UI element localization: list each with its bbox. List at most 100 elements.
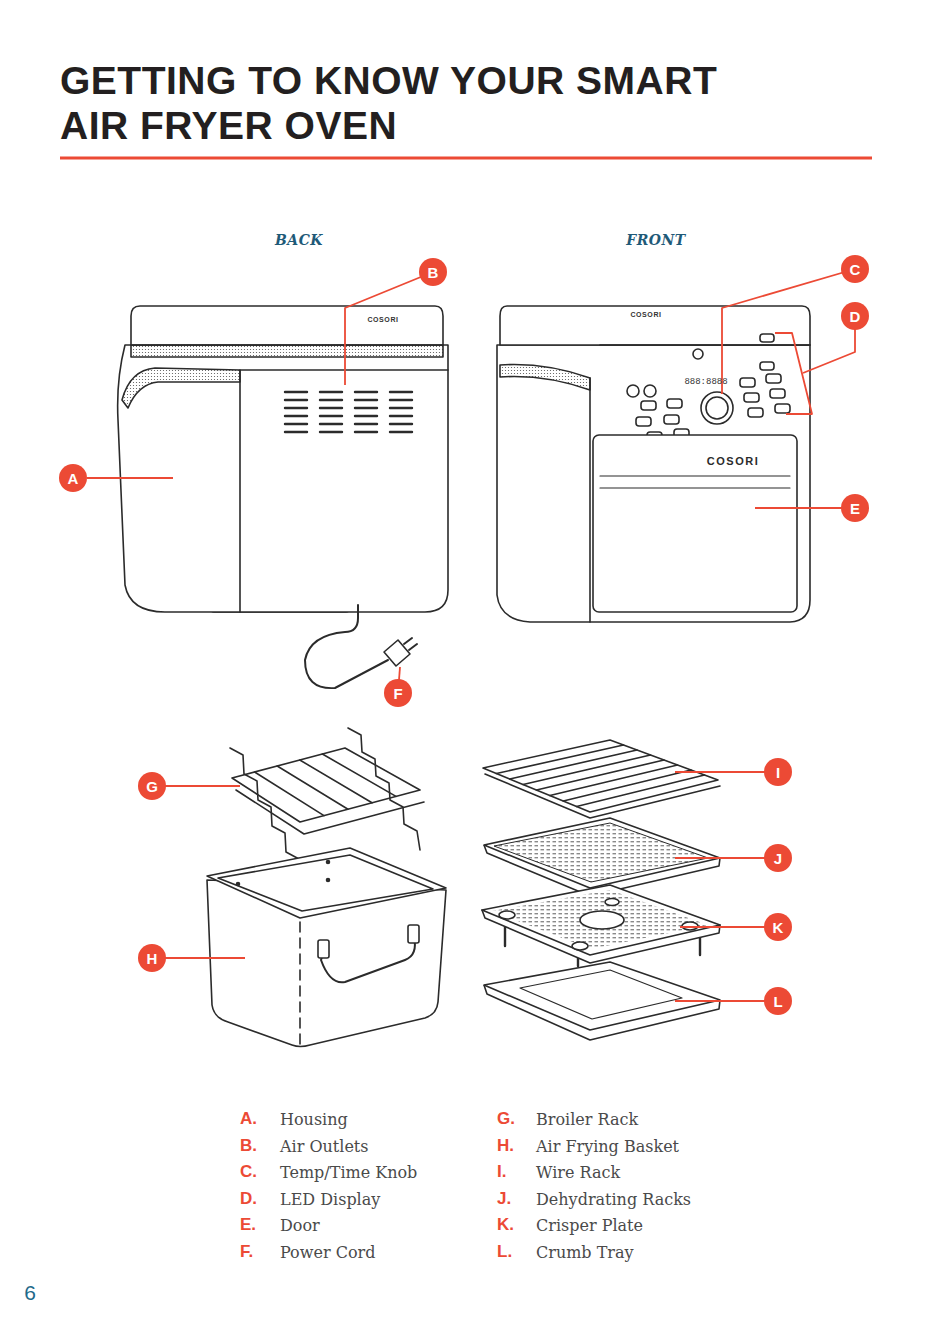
button — [740, 378, 755, 387]
button — [644, 385, 656, 397]
callout-text: L — [773, 994, 782, 1009]
part-letter: F. — [240, 1242, 253, 1262]
callout-letter: H — [138, 944, 166, 972]
callout-letter: K — [764, 913, 792, 941]
part-letter: L. — [497, 1242, 512, 1262]
lid — [500, 306, 810, 345]
plug — [384, 640, 410, 666]
callout-letter: G — [138, 772, 166, 800]
part-letter: G. — [497, 1109, 515, 1129]
side-band — [122, 368, 240, 408]
callout-letter: E — [841, 494, 869, 522]
lid-band — [131, 345, 443, 357]
basket-rim — [207, 848, 446, 918]
wire-rack — [483, 740, 720, 818]
plate-hole — [572, 942, 588, 950]
button — [636, 417, 651, 426]
part-letter: E. — [240, 1215, 256, 1235]
power-cord — [305, 605, 388, 688]
part-name: LED Display — [280, 1189, 380, 1208]
frying-basket — [207, 848, 446, 1047]
air-vents — [285, 392, 412, 432]
power-button — [693, 349, 703, 359]
callout-text: F — [393, 686, 402, 701]
leader-line — [675, 1000, 778, 1002]
plate-mesh — [492, 890, 708, 949]
button — [627, 385, 639, 397]
tray-top — [484, 962, 720, 1030]
part-letter: C. — [240, 1162, 257, 1182]
button — [770, 389, 785, 398]
button — [766, 374, 781, 383]
rack-bars — [236, 754, 424, 834]
rivet — [237, 883, 240, 886]
leader-line — [345, 272, 433, 385]
part-letter: K. — [497, 1215, 514, 1235]
part-name: Housing — [280, 1110, 348, 1129]
callout-letter: J — [764, 844, 792, 872]
housing-edge — [589, 378, 591, 622]
button — [775, 404, 790, 413]
leader-line — [675, 771, 778, 773]
housing-edge — [240, 370, 448, 612]
part-name: Crisper Plate — [536, 1216, 643, 1235]
callout-text: J — [774, 851, 782, 866]
display-digits: 888:8888 — [684, 377, 727, 387]
callout-text: A — [68, 471, 79, 486]
callout-text: G — [146, 779, 158, 794]
title-rule — [60, 157, 872, 160]
handle-bracket — [408, 925, 419, 943]
back-unit — [118, 306, 448, 688]
lid — [131, 306, 443, 345]
leader-line — [755, 507, 855, 509]
tray-inner — [520, 970, 682, 1019]
knob-center — [706, 397, 728, 419]
callout-text: K — [773, 920, 784, 935]
part-name: Broiler Rack — [536, 1110, 638, 1129]
leader-lines — [87, 269, 855, 1001]
door — [593, 435, 797, 612]
callout-text: C — [850, 262, 861, 277]
page-title: GETTING TO KNOW YOUR SMART AIR FRYER OVE… — [60, 58, 760, 148]
part-name: Power Cord — [280, 1243, 375, 1262]
plate-hole — [580, 911, 624, 929]
rack-bars — [485, 745, 720, 818]
callout-letter: L — [764, 987, 792, 1015]
button — [667, 399, 682, 408]
part-name: Crumb Tray — [536, 1243, 634, 1262]
view-label: BACK — [275, 232, 323, 248]
brand-logo: COSORI — [367, 316, 398, 323]
display-bracket — [775, 333, 812, 414]
leader-line — [722, 269, 855, 394]
callout-letter: I — [764, 758, 792, 786]
part-letter: B. — [240, 1136, 257, 1156]
button — [760, 334, 774, 342]
button — [664, 415, 679, 424]
door-handle — [600, 476, 790, 488]
rivet — [327, 879, 330, 882]
button — [744, 393, 759, 402]
part-letter: I. — [497, 1162, 506, 1182]
brand-logo: COSORI — [707, 455, 759, 467]
knob — [701, 392, 733, 424]
callout-text: H — [147, 951, 158, 966]
rivet — [327, 861, 330, 864]
part-name: Wire Rack — [536, 1163, 620, 1182]
callout-letter: B — [419, 258, 447, 286]
basket-handle — [321, 937, 415, 982]
leader-line — [87, 477, 173, 479]
button — [760, 362, 774, 370]
front-unit — [497, 306, 810, 622]
dehydrating-rack — [484, 818, 720, 896]
housing-body — [497, 345, 810, 622]
basket-opening — [218, 855, 433, 911]
crisper-plate — [482, 885, 720, 966]
part-letter: J. — [497, 1189, 511, 1209]
callout-letter: D — [841, 302, 869, 330]
part-name: Door — [280, 1216, 320, 1235]
part-letter: H. — [497, 1136, 514, 1156]
part-name: Air Frying Basket — [536, 1136, 679, 1155]
handle-bracket — [318, 940, 329, 958]
